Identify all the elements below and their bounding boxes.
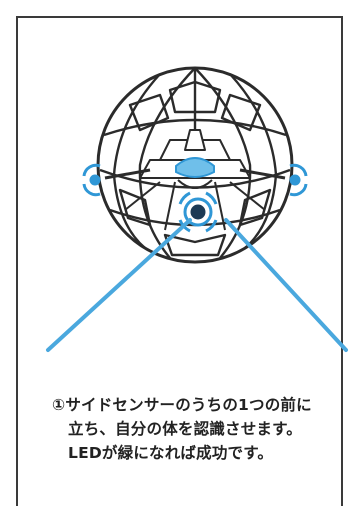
instruction-line-2: 立ち、自分の体を認識させます。 <box>68 420 302 438</box>
instruction-text: ①サイドセンサーのうちの1つの前に 立ち、自分の体を認識させます。 LEDが緑に… <box>52 393 352 465</box>
sensor-highlights <box>82 157 308 233</box>
instruction-line-1: ①サイドセンサーのうちの1つの前に <box>52 396 312 414</box>
left-beam <box>46 218 192 352</box>
right-beam <box>224 218 348 352</box>
page-frame <box>16 16 343 506</box>
sensor-beams <box>46 218 348 352</box>
instruction-line-3: LEDが緑になれば成功です。 <box>68 444 274 462</box>
